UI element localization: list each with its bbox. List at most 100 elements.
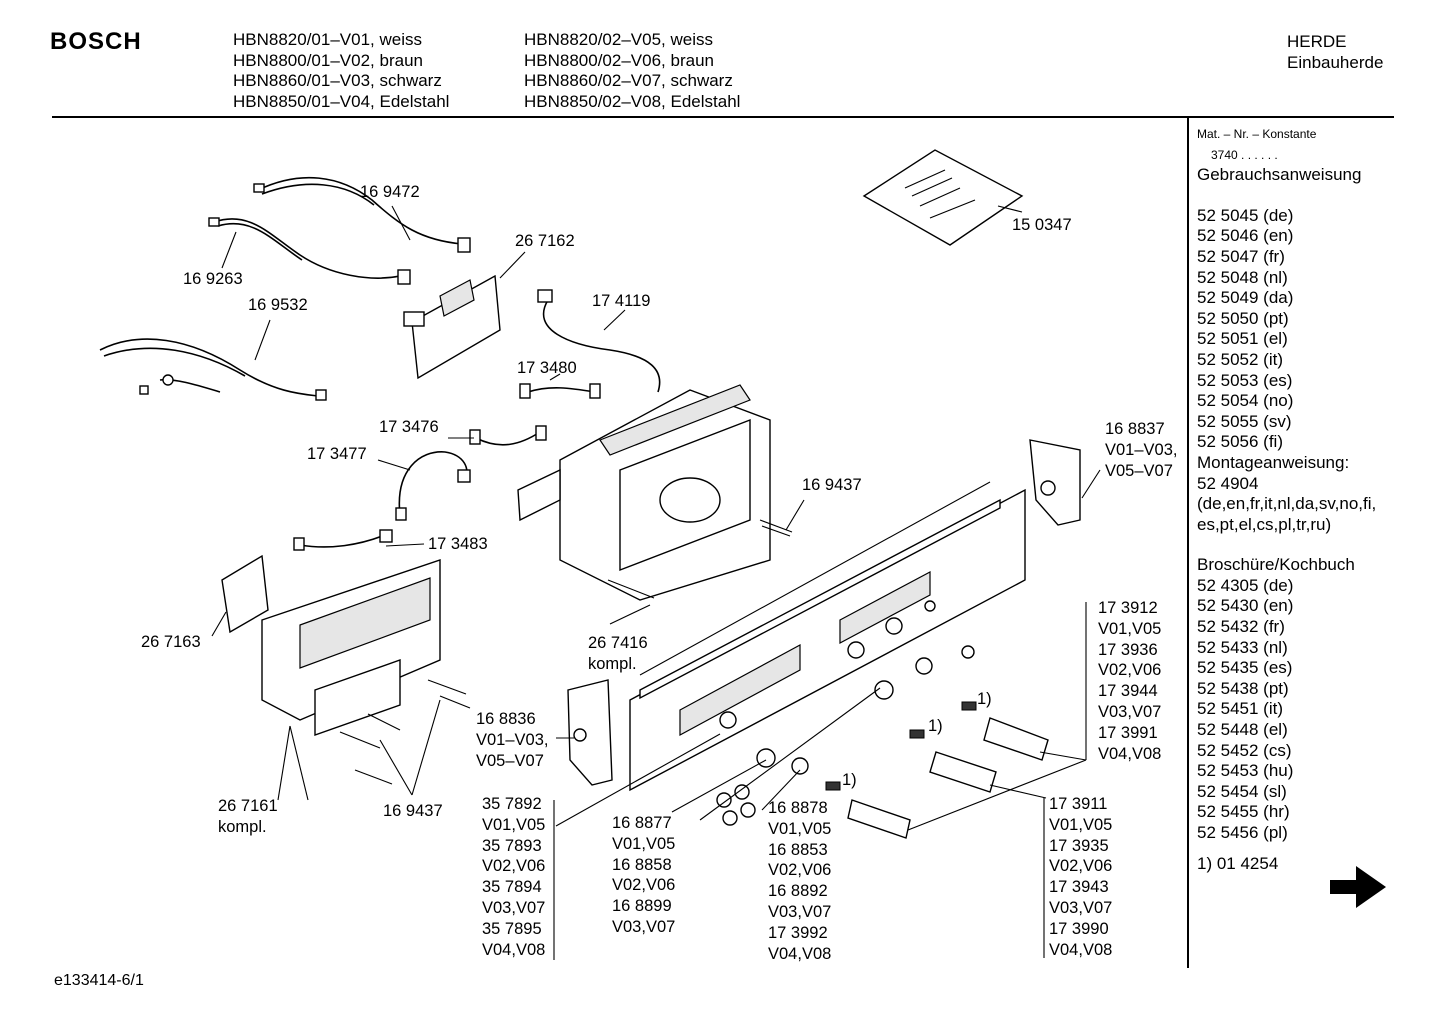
part-label: 17 3483: [428, 535, 488, 553]
part-label: 17 3480: [517, 359, 577, 377]
part-label: V02,V06: [612, 876, 676, 895]
part-label: V01,V05: [1098, 619, 1162, 638]
part-label-group: 16 8837 V01–V03, V05–V07: [1105, 419, 1177, 481]
part-label-group: 26 7416 kompl.: [588, 633, 648, 675]
part-label: V05–V07: [476, 751, 544, 770]
manual-title: Gebrauchsanweisung: [1197, 165, 1362, 185]
part-label: 17 3992: [768, 923, 828, 942]
sidebar-divider: [1187, 118, 1189, 968]
part-label: kompl.: [588, 654, 637, 673]
part-label: 16 9437: [383, 802, 443, 820]
brochure-item: 52 5456 (pl): [1197, 823, 1288, 842]
mat-value: 3740 . . . . . .: [1211, 147, 1278, 162]
part-label: 26 7163: [141, 633, 201, 651]
manual-item: 52 5049 (da): [1197, 288, 1294, 308]
part-label: V04,V08: [768, 944, 832, 963]
mounting-item: 52 4904: [1197, 473, 1259, 493]
part-label: 16 8892: [768, 882, 828, 901]
part-label: V01–V03,: [476, 730, 549, 749]
model-list-right: HBN8820/02–V05, weiss HBN8800/02–V06, br…: [524, 30, 740, 112]
part-label: 17 4119: [592, 292, 651, 310]
part-label: V04,V08: [1098, 744, 1162, 763]
header-divider: [52, 116, 1394, 118]
part-label: V03,V07: [768, 902, 832, 921]
part-label: 16 8877: [612, 814, 672, 832]
manual-item: 52 5048 (nl): [1197, 267, 1288, 287]
brochure-item: 52 5451 (it): [1197, 699, 1283, 719]
part-label: 35 7892: [482, 795, 542, 813]
model-line: HBN8860/02–V07, schwarz: [524, 71, 733, 90]
part-label: 15 0347: [1012, 216, 1072, 234]
brochure-item: 52 5448 (el): [1197, 720, 1288, 740]
part-label: V02,V06: [768, 861, 832, 880]
part-label: V03,V07: [1098, 702, 1162, 721]
part-label: 16 8837: [1105, 420, 1165, 438]
part-label: 35 7894: [482, 878, 542, 897]
part-label: 26 7416: [588, 634, 648, 652]
part-label-group: 16 8836 V01–V03, V05–V07: [476, 709, 548, 771]
part-label: 35 7893: [482, 836, 542, 855]
variant-column: 35 7892 V01,V05 35 7893 V02,V06 35 7894 …: [482, 794, 545, 960]
brochure-item: 52 5432 (fr): [1197, 617, 1285, 637]
variant-column: 16 8877 V01,V05 16 8858 V02,V06 16 8899 …: [612, 813, 675, 938]
category-line: Einbauherde: [1287, 52, 1384, 72]
part-label: 26 7161: [218, 797, 278, 815]
part-label: V02,V06: [482, 857, 546, 876]
part-label: V01,V05: [482, 815, 546, 834]
part-label: V03,V07: [482, 898, 546, 917]
footnote-marker: 1): [928, 717, 943, 735]
mounting-item: (de,en,fr,it,nl,da,sv,no,fi,: [1197, 494, 1377, 514]
manual-item: 52 5051 (el): [1197, 329, 1288, 349]
model-line: HBN8820/01–V01, weiss: [233, 30, 423, 49]
mat-label: Mat. – Nr. – Konstante: [1197, 127, 1317, 141]
brand-logo: BOSCH: [50, 28, 142, 55]
footnote-marker: 1): [977, 690, 992, 708]
arrow-right-icon[interactable]: [1330, 866, 1386, 908]
part-label: 16 9263: [183, 270, 243, 288]
part-label: 16 8836: [476, 710, 536, 728]
part-label: 16 8899: [612, 897, 672, 916]
brochure-item: 52 4305 (de): [1197, 575, 1294, 595]
part-label: 35 7895: [482, 919, 542, 938]
part-label: 16 9532: [248, 296, 308, 314]
part-label: 17 3911: [1049, 795, 1108, 813]
part-label-group: 26 7161 kompl.: [218, 796, 278, 838]
mounting-title: Montageanweisung:: [1197, 452, 1350, 472]
part-label: 17 3935: [1049, 836, 1109, 855]
part-label: V04,V08: [482, 940, 546, 959]
part-label: V02,V06: [1049, 857, 1113, 876]
variant-column: 17 3912 V01,V05 17 3936 V02,V06 17 3944 …: [1098, 598, 1161, 764]
part-label: 17 3477: [307, 445, 367, 463]
model-line: HBN8800/02–V06, braun: [524, 50, 714, 70]
part-label: 17 3912: [1098, 599, 1158, 617]
sidebar: Mat. – Nr. – Konstante 3740 . . . . . . …: [1197, 124, 1376, 874]
model-list-left: HBN8820/01–V01, weiss HBN8800/01–V02, br…: [233, 30, 449, 112]
model-line: HBN8850/01–V04, Edelstahl: [233, 91, 450, 111]
variant-column: 16 8878 V01,V05 16 8853 V02,V06 16 8892 …: [768, 798, 831, 964]
part-label: 26 7162: [515, 232, 575, 250]
part-label: 17 3944: [1098, 682, 1158, 701]
brochure-item: 52 5454 (sl): [1197, 781, 1287, 801]
variant-column: 17 3911 V01,V05 17 3935 V02,V06 17 3943 …: [1049, 794, 1112, 960]
mounting-item: es,pt,el,cs,pl,tr,ru): [1197, 514, 1332, 534]
part-label: V04,V08: [1049, 940, 1113, 959]
part-label: 16 9472: [360, 183, 420, 201]
part-label: 17 3990: [1049, 919, 1109, 938]
footnote-text: 1) 01 4254: [1197, 853, 1279, 873]
part-label: 16 8853: [768, 840, 828, 859]
part-label: 17 3476: [379, 418, 439, 436]
manual-item: 52 5054 (no): [1197, 391, 1294, 411]
category-title: HERDE Einbauherde: [1287, 32, 1383, 73]
part-label: V01,V05: [1049, 815, 1113, 834]
part-label: 16 8858: [612, 855, 672, 874]
part-label: V03,V07: [612, 917, 676, 936]
part-label: V01,V05: [612, 834, 676, 853]
model-line: HBN8850/02–V08, Edelstahl: [524, 91, 741, 111]
brochure-item: 52 5433 (nl): [1197, 637, 1288, 657]
drawing-id: e133414-6/1: [54, 972, 144, 989]
brochure-item: 52 5435 (es): [1197, 658, 1293, 678]
model-line: HBN8800/01–V02, braun: [233, 50, 423, 70]
manual-item: 52 5056 (fi): [1197, 432, 1283, 452]
manual-item: 52 5047 (fr): [1197, 246, 1285, 266]
